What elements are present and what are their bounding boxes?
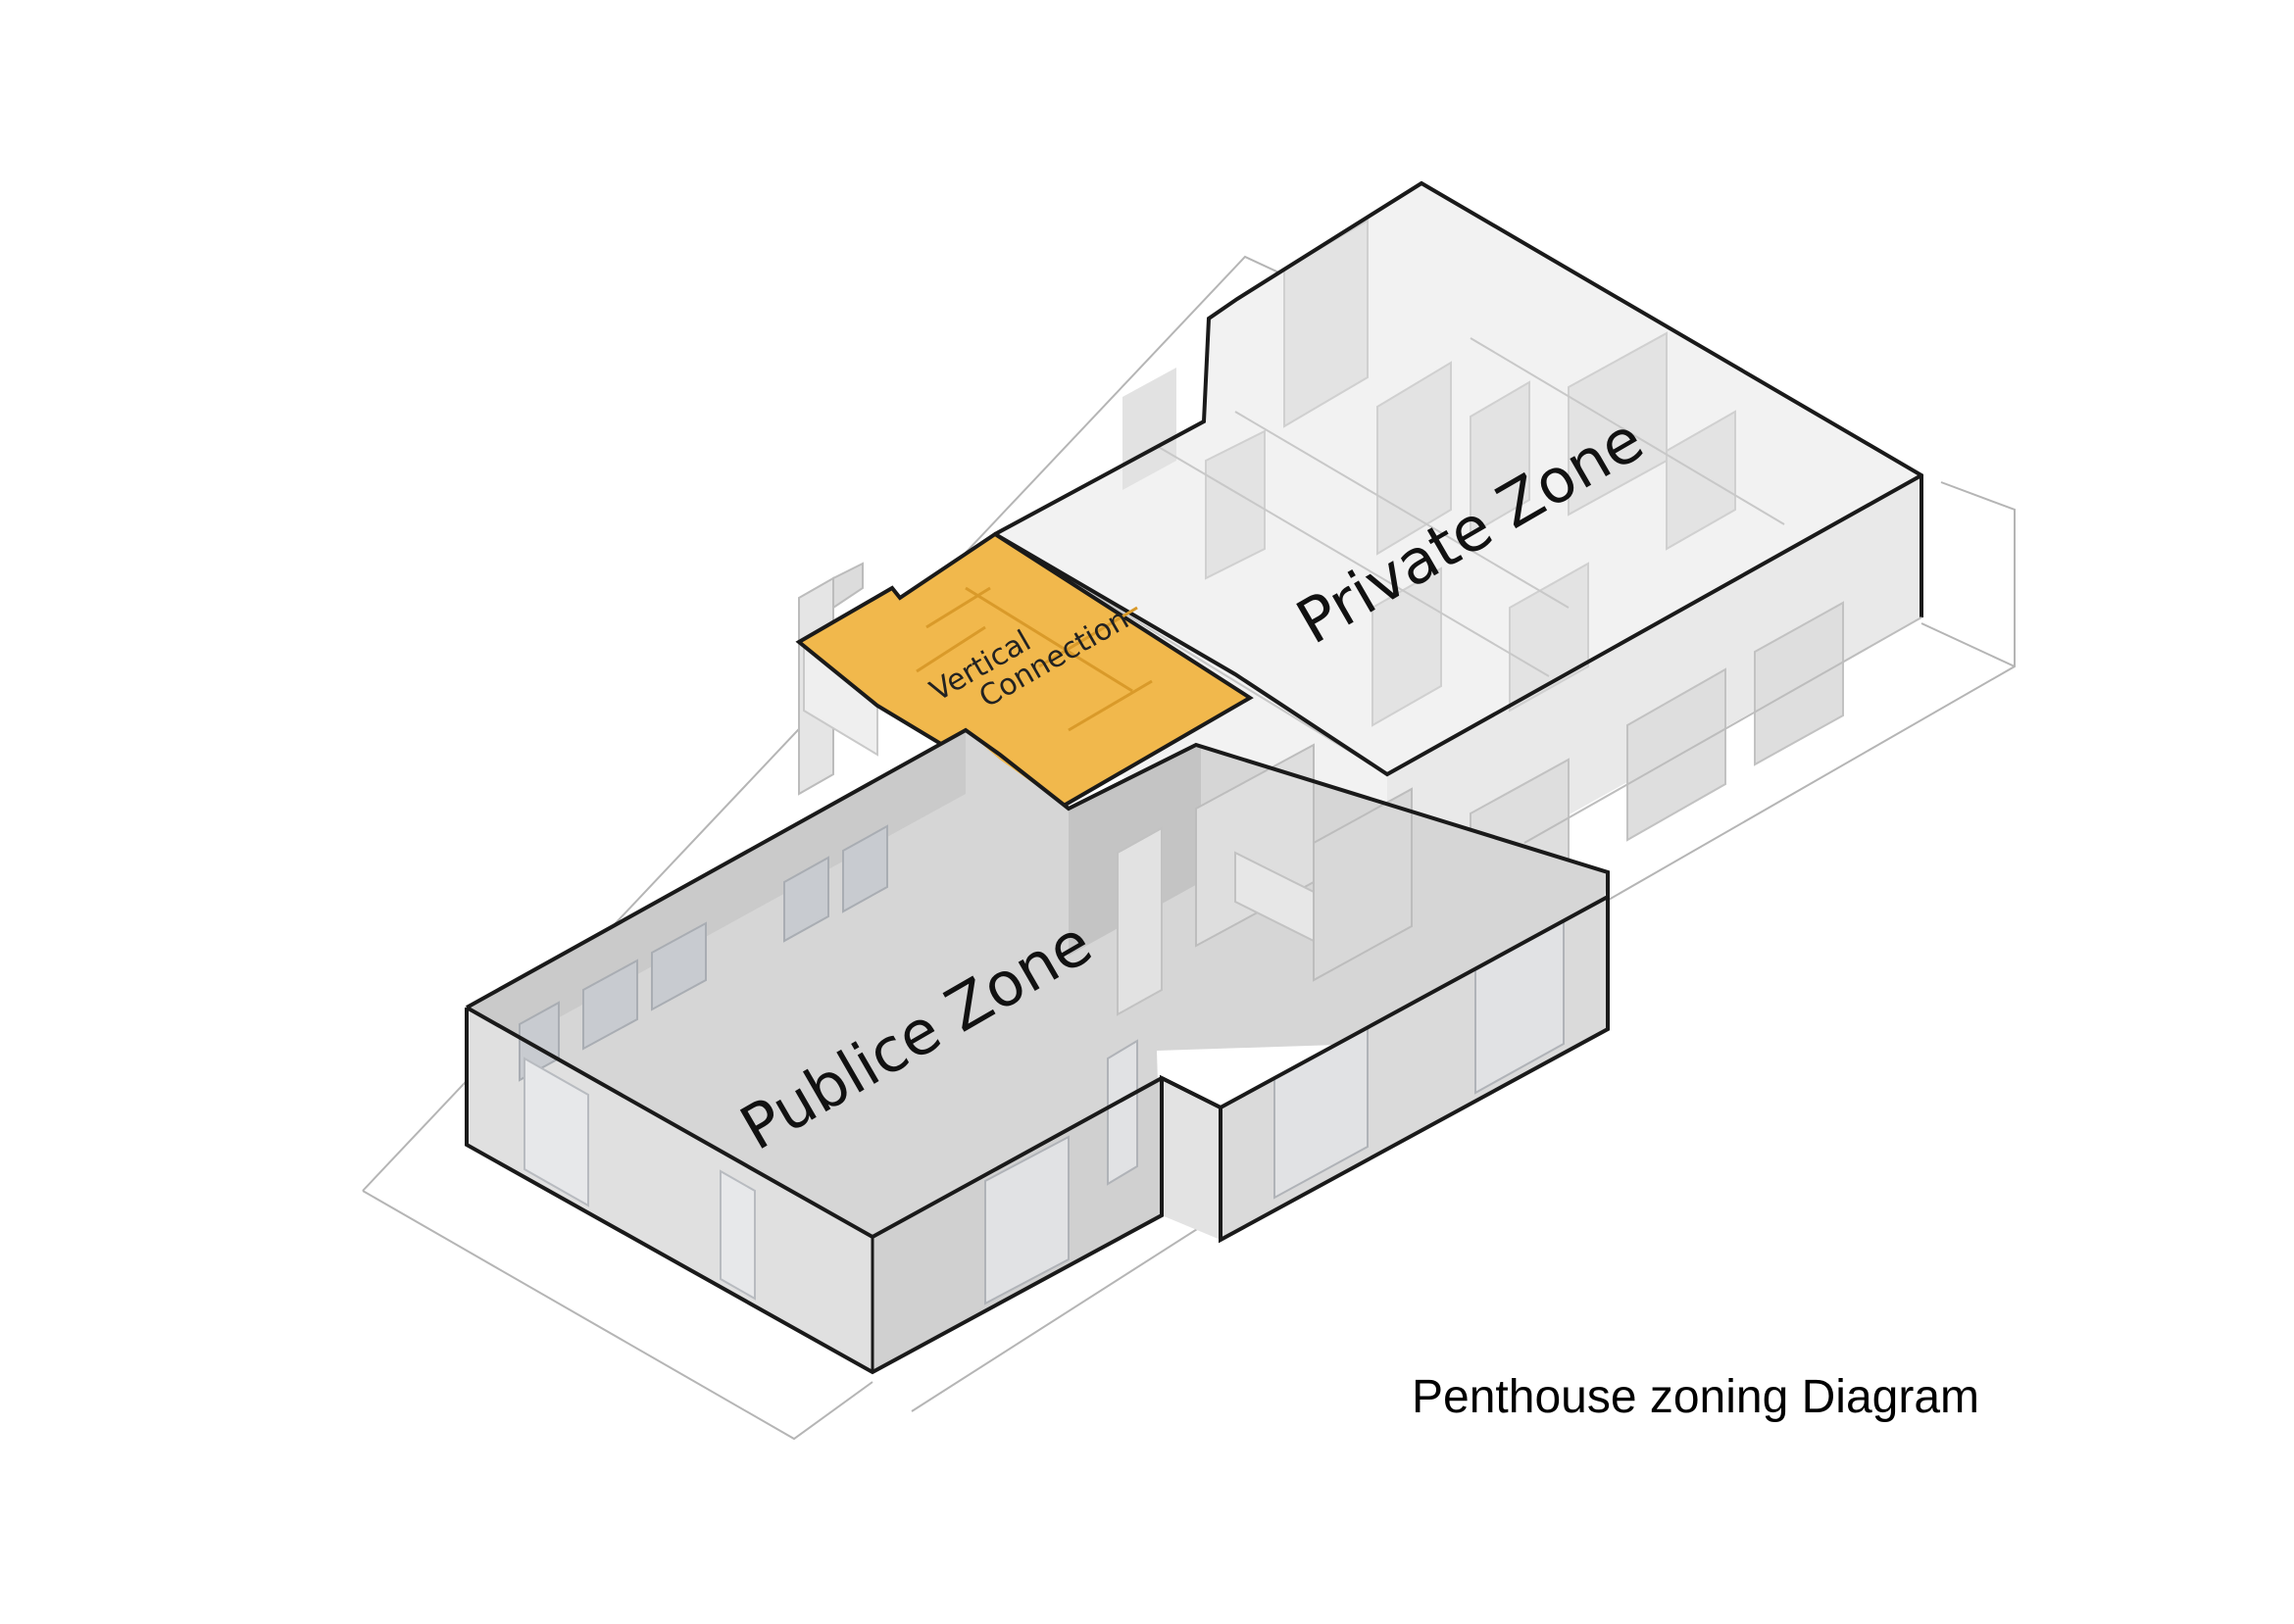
public-zone-block: [465, 727, 1610, 1375]
diagram-title: Penthouse zoning Diagram: [1412, 1371, 1980, 1423]
vertical-connection-block: [795, 531, 1254, 809]
private-zone-block: [993, 180, 1923, 918]
